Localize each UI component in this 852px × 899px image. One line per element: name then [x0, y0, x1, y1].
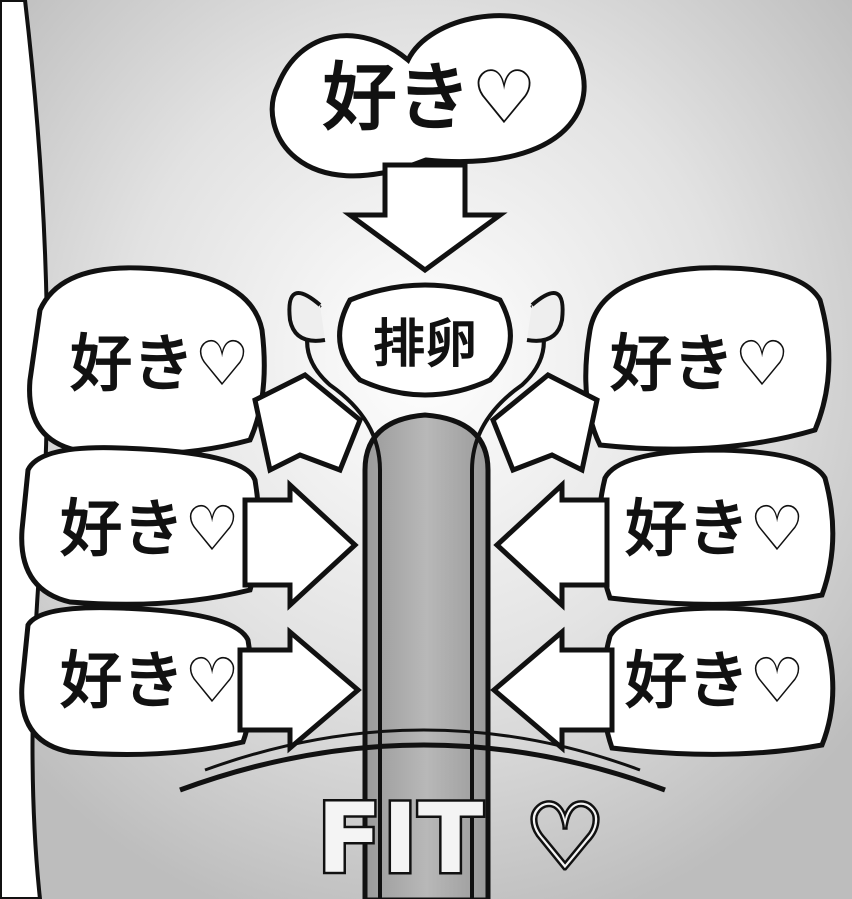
right-bubble-3: 好き♡: [490, 605, 836, 757]
right-ovary-loop: [526, 291, 565, 343]
left-bubble-3-text: 好き♡: [59, 644, 240, 717]
top-bubble-text: 好き♡: [322, 55, 537, 141]
left-bubble-3: 好き♡: [19, 605, 362, 757]
left-bubble-2-text: 好き♡: [59, 492, 240, 565]
left-arrow-3: [237, 626, 362, 754]
right-arrow-2: [493, 479, 610, 611]
right-arrow-1: [489, 372, 600, 474]
left-arrow-2: [242, 479, 359, 611]
central-shaft: [362, 412, 491, 899]
right-bubble-2-text: 好き♡: [624, 492, 805, 565]
heart-icon: ♡: [525, 785, 606, 890]
center-label: 排卵: [373, 315, 477, 375]
right-bubble-3-text: 好き♡: [624, 644, 805, 717]
left-ovary-loop: [287, 291, 326, 343]
left-bubble-1: 好き♡: [27, 265, 364, 474]
bottom-arc-inner: [204, 728, 641, 772]
left-bubble-2: 好き♡: [19, 445, 359, 611]
bottom-arc-outer: [179, 742, 666, 793]
right-bubble-1: 好き♡: [489, 265, 832, 474]
left-bubble-1-text: 好き♡: [69, 327, 250, 400]
fit-text: FIT: [317, 783, 484, 895]
top-arrow-down: [342, 162, 508, 274]
right-arrow-3: [490, 626, 615, 754]
right-bubble-1-text: 好き♡: [609, 327, 790, 400]
center-oval: [337, 282, 513, 398]
left-arrow-1: [252, 372, 364, 474]
top-heart-bubble: [269, 13, 587, 179]
right-bubble-2: 好き♡: [493, 447, 836, 611]
